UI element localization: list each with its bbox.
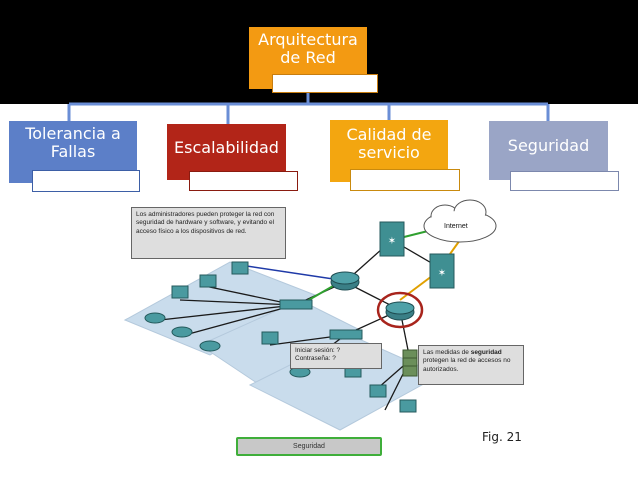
pc-icon bbox=[171, 285, 189, 299]
ip-phone-icon bbox=[199, 340, 221, 352]
callout-admins: Los administradores pueden proteger la r… bbox=[131, 207, 286, 259]
pc-icon bbox=[261, 331, 279, 345]
multilayer-switch-icon-2: ✶ bbox=[429, 253, 455, 289]
login-password-line: Contraseña: ? bbox=[295, 355, 336, 363]
callout-measures-post: protegen la red de accesos no autorizado… bbox=[423, 357, 511, 373]
node-seguridad: Seguridad bbox=[489, 121, 608, 180]
secured-router-icon bbox=[376, 291, 424, 329]
pc-icon bbox=[399, 399, 417, 413]
internet-cloud-icon bbox=[423, 199, 497, 243]
pc-icon bbox=[199, 274, 217, 288]
callout-security-measures: Las medidas de seguridad protegen la red… bbox=[418, 345, 524, 385]
node-escalabilidad: Escalabilidad bbox=[167, 124, 286, 180]
node-escalabilidad-label: Escalabilidad bbox=[174, 137, 279, 157]
node-calidad-subbox bbox=[350, 169, 460, 191]
node-calidad-label: Calidad de servicio bbox=[346, 124, 432, 162]
access-switch-icon-2 bbox=[329, 329, 363, 340]
pc-icon bbox=[231, 261, 249, 275]
firewall-icon bbox=[402, 349, 418, 377]
svg-text:✶: ✶ bbox=[438, 268, 446, 279]
login-user-line: Iniciar sesión: ? bbox=[295, 347, 341, 354]
callout-admins-text: Los administradores pueden proteger la r… bbox=[136, 211, 275, 235]
root-label: Arquitectura de Red bbox=[258, 29, 358, 67]
node-seguridad-subbox bbox=[510, 171, 619, 191]
node-escalabilidad-subbox bbox=[189, 171, 298, 191]
multilayer-switch-icon: ✶ bbox=[379, 221, 405, 257]
seguridad-tab-label: Seguridad bbox=[293, 443, 325, 450]
ip-phone-icon bbox=[171, 326, 193, 338]
ip-phone-icon bbox=[144, 312, 166, 324]
figure-caption: Fig. 21 bbox=[482, 430, 522, 444]
callout-measures-pre: Las medidas de bbox=[423, 349, 471, 356]
node-seguridad-label: Seguridad bbox=[507, 136, 590, 156]
pc-icon bbox=[369, 384, 387, 398]
node-tolerancia-subbox bbox=[32, 170, 140, 192]
router-icon bbox=[330, 271, 360, 291]
access-switch-icon bbox=[279, 299, 313, 310]
internet-label: Internet bbox=[444, 223, 468, 230]
root-subbox bbox=[272, 74, 378, 93]
node-tolerancia-label: Tolerancia a Fallas bbox=[25, 123, 121, 161]
seguridad-tab: Seguridad bbox=[236, 437, 382, 456]
callout-login: Iniciar sesión: ? Contraseña: ? bbox=[290, 343, 382, 369]
callout-measures-bold: seguridad bbox=[470, 349, 502, 356]
svg-text:✶: ✶ bbox=[388, 236, 396, 247]
